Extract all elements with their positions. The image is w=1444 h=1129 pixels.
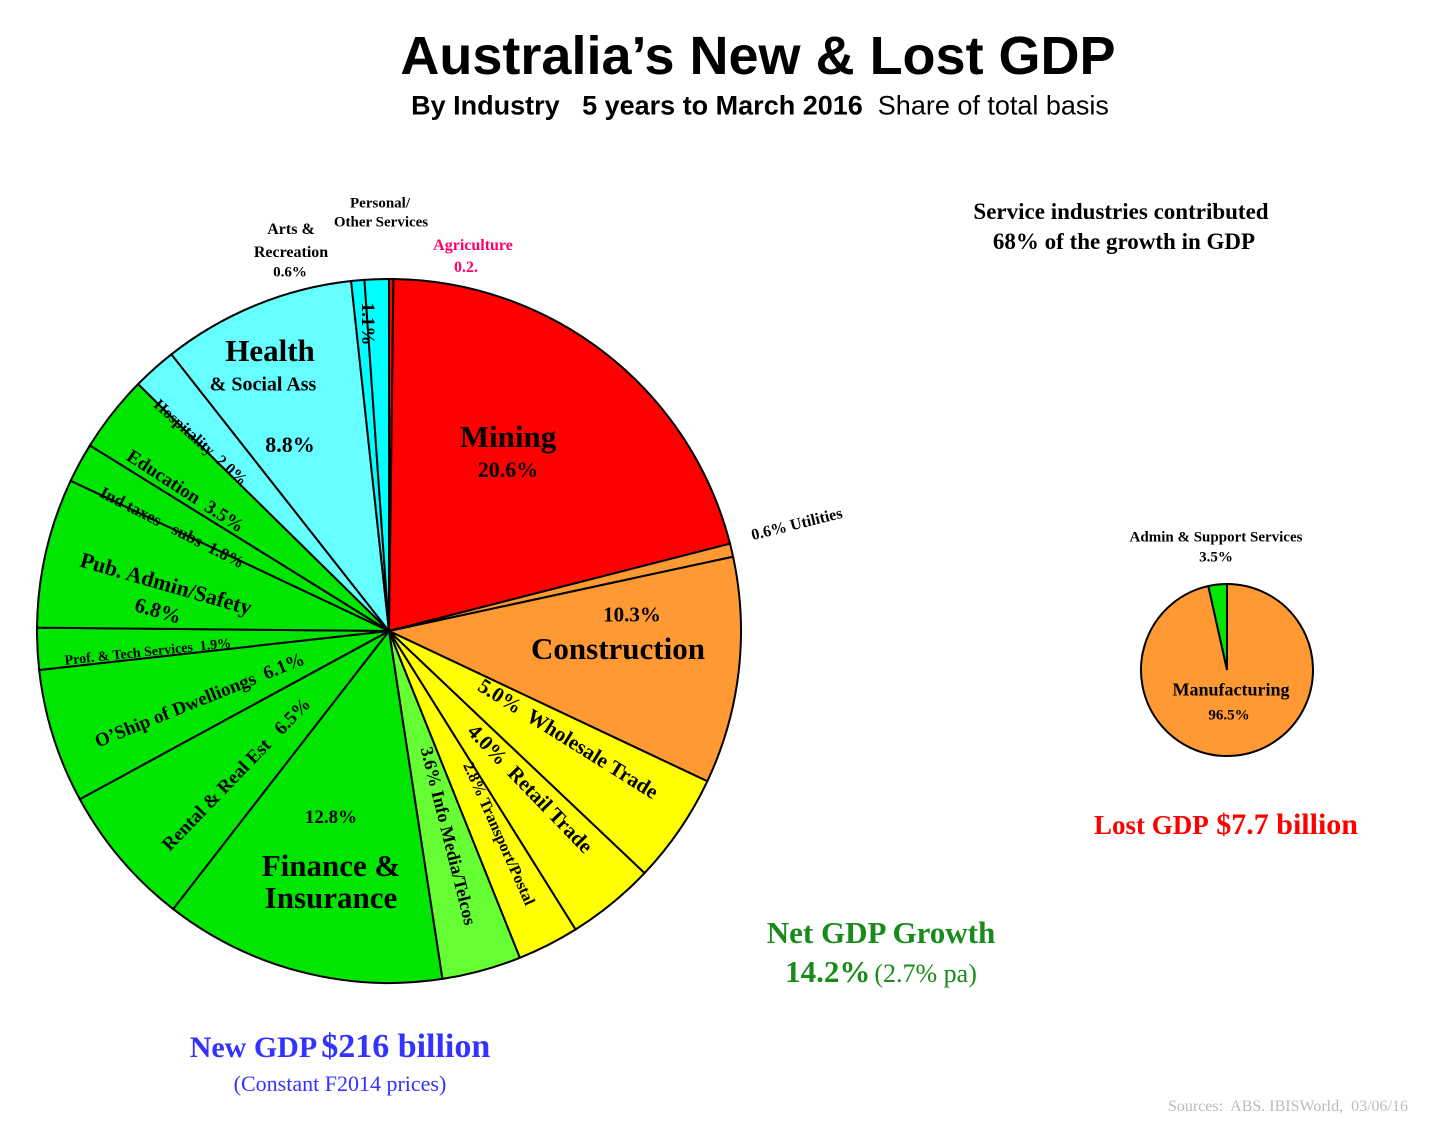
label-arts-2: Recreation (253, 244, 329, 261)
label-arts-value: 0.6% (273, 264, 307, 281)
label-agriculture-value: 0.2. (454, 259, 478, 276)
sources: Sources: ABS. IBISWorld, 03/06/16 (1167, 1098, 1408, 1115)
note-line-2: 68% of the growth in GDP (992, 229, 1256, 254)
lost-gdp-title: Lost GDP $7.7 billion (1094, 808, 1358, 842)
lost-gdp-label: Lost GDP (1094, 810, 1209, 840)
label-personal-1: Personal/ (350, 195, 410, 212)
new-gdp-note: (Constant F2014 prices) (233, 1071, 447, 1096)
new-gdp-title: New GDP $216 billion (190, 1028, 491, 1066)
chart-title: Australia’s New & Lost GDP (400, 26, 1116, 86)
pie-slice-construction (385, 555, 742, 783)
label-manufacturing-value: 96.5% (1208, 707, 1250, 724)
net-growth-label: Net GDP Growth (766, 915, 996, 950)
label-arts-1: Arts & (267, 221, 315, 238)
subtitle-bold: By Industry 5 years to March 2016 (411, 90, 863, 121)
label-mining-value: 20.6% (477, 457, 539, 482)
net-growth-value: 14.2% (785, 954, 871, 989)
pie-slice-health-social-ass (170, 279, 391, 635)
label-construction-value: 10.3% (603, 602, 661, 627)
label-personal-2: Other Services (333, 214, 429, 231)
pie-slice-finance-insurance (171, 628, 444, 984)
label-manufacturing: Manufacturing (1172, 679, 1290, 700)
label-finance-2: Insurance (264, 880, 398, 915)
label-personal-value: 1.1% (357, 302, 378, 346)
new-gdp-value: $216 billion (321, 1028, 491, 1065)
label-construction: Construction (531, 631, 705, 666)
pie-slice-pub-admin-safety (36, 479, 390, 632)
net-growth-pa: (2.7% pa) (874, 959, 977, 988)
label-admin-support-value: 3.5% (1199, 549, 1233, 566)
subtitle-normal: Share of total basis (877, 90, 1109, 121)
new-gdp-label: New GDP (189, 1031, 318, 1064)
pie-slice-rental-real-est (78, 630, 390, 911)
label-admin-support: Admin & Support Services (1129, 529, 1303, 546)
label-agriculture: Agriculture (433, 237, 513, 254)
label-mining: Mining (459, 419, 557, 454)
net-growth: 14.2% (2.7% pa) (785, 954, 977, 990)
pie-slice-mining (387, 278, 732, 633)
note-line-1: Service industries contributed (973, 199, 1269, 224)
label-finance-value: 12.8% (304, 807, 358, 828)
pie-slice-manufacturing (1140, 582, 1314, 757)
label-finance-1: Finance & (261, 848, 401, 883)
pie-slice-personal-other-services (363, 277, 390, 632)
label-health: Health (225, 333, 315, 368)
pie-slice-o-ship-of-dwellings (38, 630, 390, 801)
label-health-value: 8.8% (265, 432, 315, 457)
lost-gdp-value: $7.7 billion (1216, 808, 1358, 841)
label-health-2: & Social Ass (209, 373, 317, 396)
chart-subtitle: By Industry 5 years to March 2016 Share … (411, 91, 1109, 122)
